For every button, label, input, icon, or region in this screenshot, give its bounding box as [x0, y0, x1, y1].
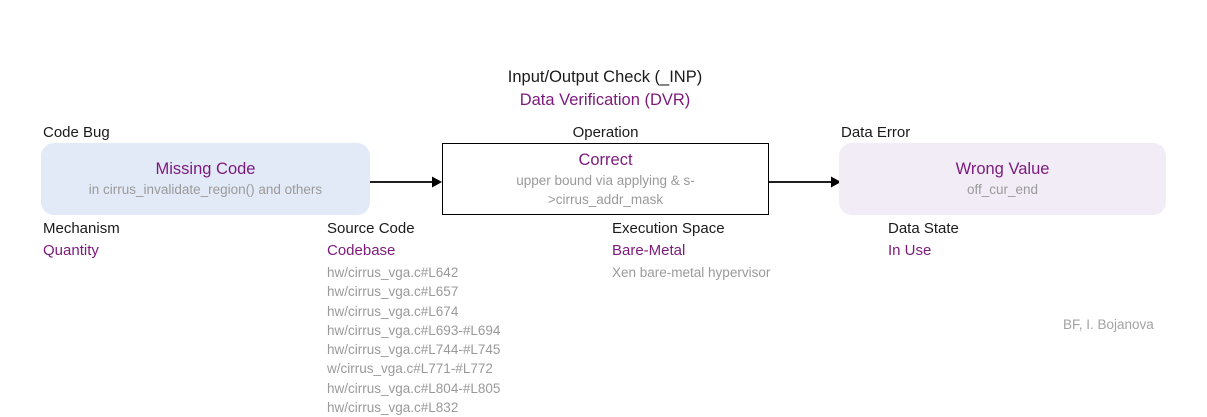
code-bug-subtitle: in cirrus_invalidate_region() and others [88, 182, 323, 197]
diagram-header: Input/Output Check (_INP) Data Verificat… [405, 66, 805, 112]
attribute-header: Mechanism [43, 220, 120, 237]
attribution-credit: BF, I. Bojanova [1063, 317, 1154, 332]
list-item: hw/cirrus_vga.c#L642 [327, 265, 459, 280]
source-code-list: hw/cirrus_vga.c#L642 hw/cirrus_vga.c#L65… [327, 263, 500, 417]
data-error-subtitle: off_cur_end [966, 182, 1039, 197]
attribute-header: Data State [888, 220, 959, 237]
arrow-operation-to-data-error [769, 176, 841, 188]
list-item: hw/cirrus_vga.c#L744-#L745 [327, 342, 501, 358]
attribute-value[interactable]: Bare-Metal [612, 242, 686, 259]
code-bug-node[interactable]: Missing Code in cirrus_invalidate_region… [41, 143, 370, 215]
attribute-column-execution-space: Execution Space Bare-Metal Xen bare-meta… [612, 219, 770, 282]
attribute-value[interactable]: Quantity [43, 242, 99, 259]
list-item: Xen bare-metal hypervisor [612, 265, 771, 280]
attribute-header: Execution Space [612, 220, 725, 237]
arrow-code-bug-to-operation [370, 176, 442, 188]
list-item: hw/cirrus_vga.c#L693-#L694 [327, 322, 501, 338]
data-error-title: Wrong Value [955, 160, 1050, 178]
execution-space-list: Xen bare-metal hypervisor [612, 263, 770, 282]
code-bug-label: Code Bug [43, 124, 110, 141]
operation-node[interactable]: Correct upper bound via applying & s->ci… [442, 143, 769, 215]
list-item: hw/cirrus_vga.c#L657 [327, 284, 459, 300]
attribute-header: Source Code [327, 220, 415, 237]
attribute-column-data-state: Data State In Use [888, 219, 959, 261]
attribute-column-mechanism: Mechanism Quantity [43, 219, 120, 261]
operation-title: Correct [578, 150, 633, 169]
bug-class-label: Input/Output Check (_INP) [507, 68, 703, 86]
list-item: w/cirrus_vga.c#L771-#L772 [327, 361, 493, 377]
operation-subtitle: upper bound via applying & s->cirrus_add… [516, 172, 695, 207]
attribute-column-source-code: Source Code Codebase hw/cirrus_vga.c#L64… [327, 219, 500, 417]
code-bug-title: Missing Code [155, 160, 256, 178]
data-error-label: Data Error [841, 124, 911, 141]
attribute-value[interactable]: In Use [888, 242, 932, 259]
attribute-value[interactable]: Codebase [327, 242, 396, 259]
data-error-node[interactable]: Wrong Value off_cur_end [839, 143, 1166, 215]
operation-label: Operation [572, 124, 639, 141]
list-item: hw/cirrus_vga.c#L674 [327, 303, 459, 319]
list-item: hw/cirrus_vga.c#L804-#L805 [327, 380, 501, 396]
bug-type-label: Data Verification (DVR) [519, 91, 691, 109]
diagram-canvas: Input/Output Check (_INP) Data Verificat… [41, 66, 1166, 415]
list-item: hw/cirrus_vga.c#L832 [327, 400, 459, 416]
